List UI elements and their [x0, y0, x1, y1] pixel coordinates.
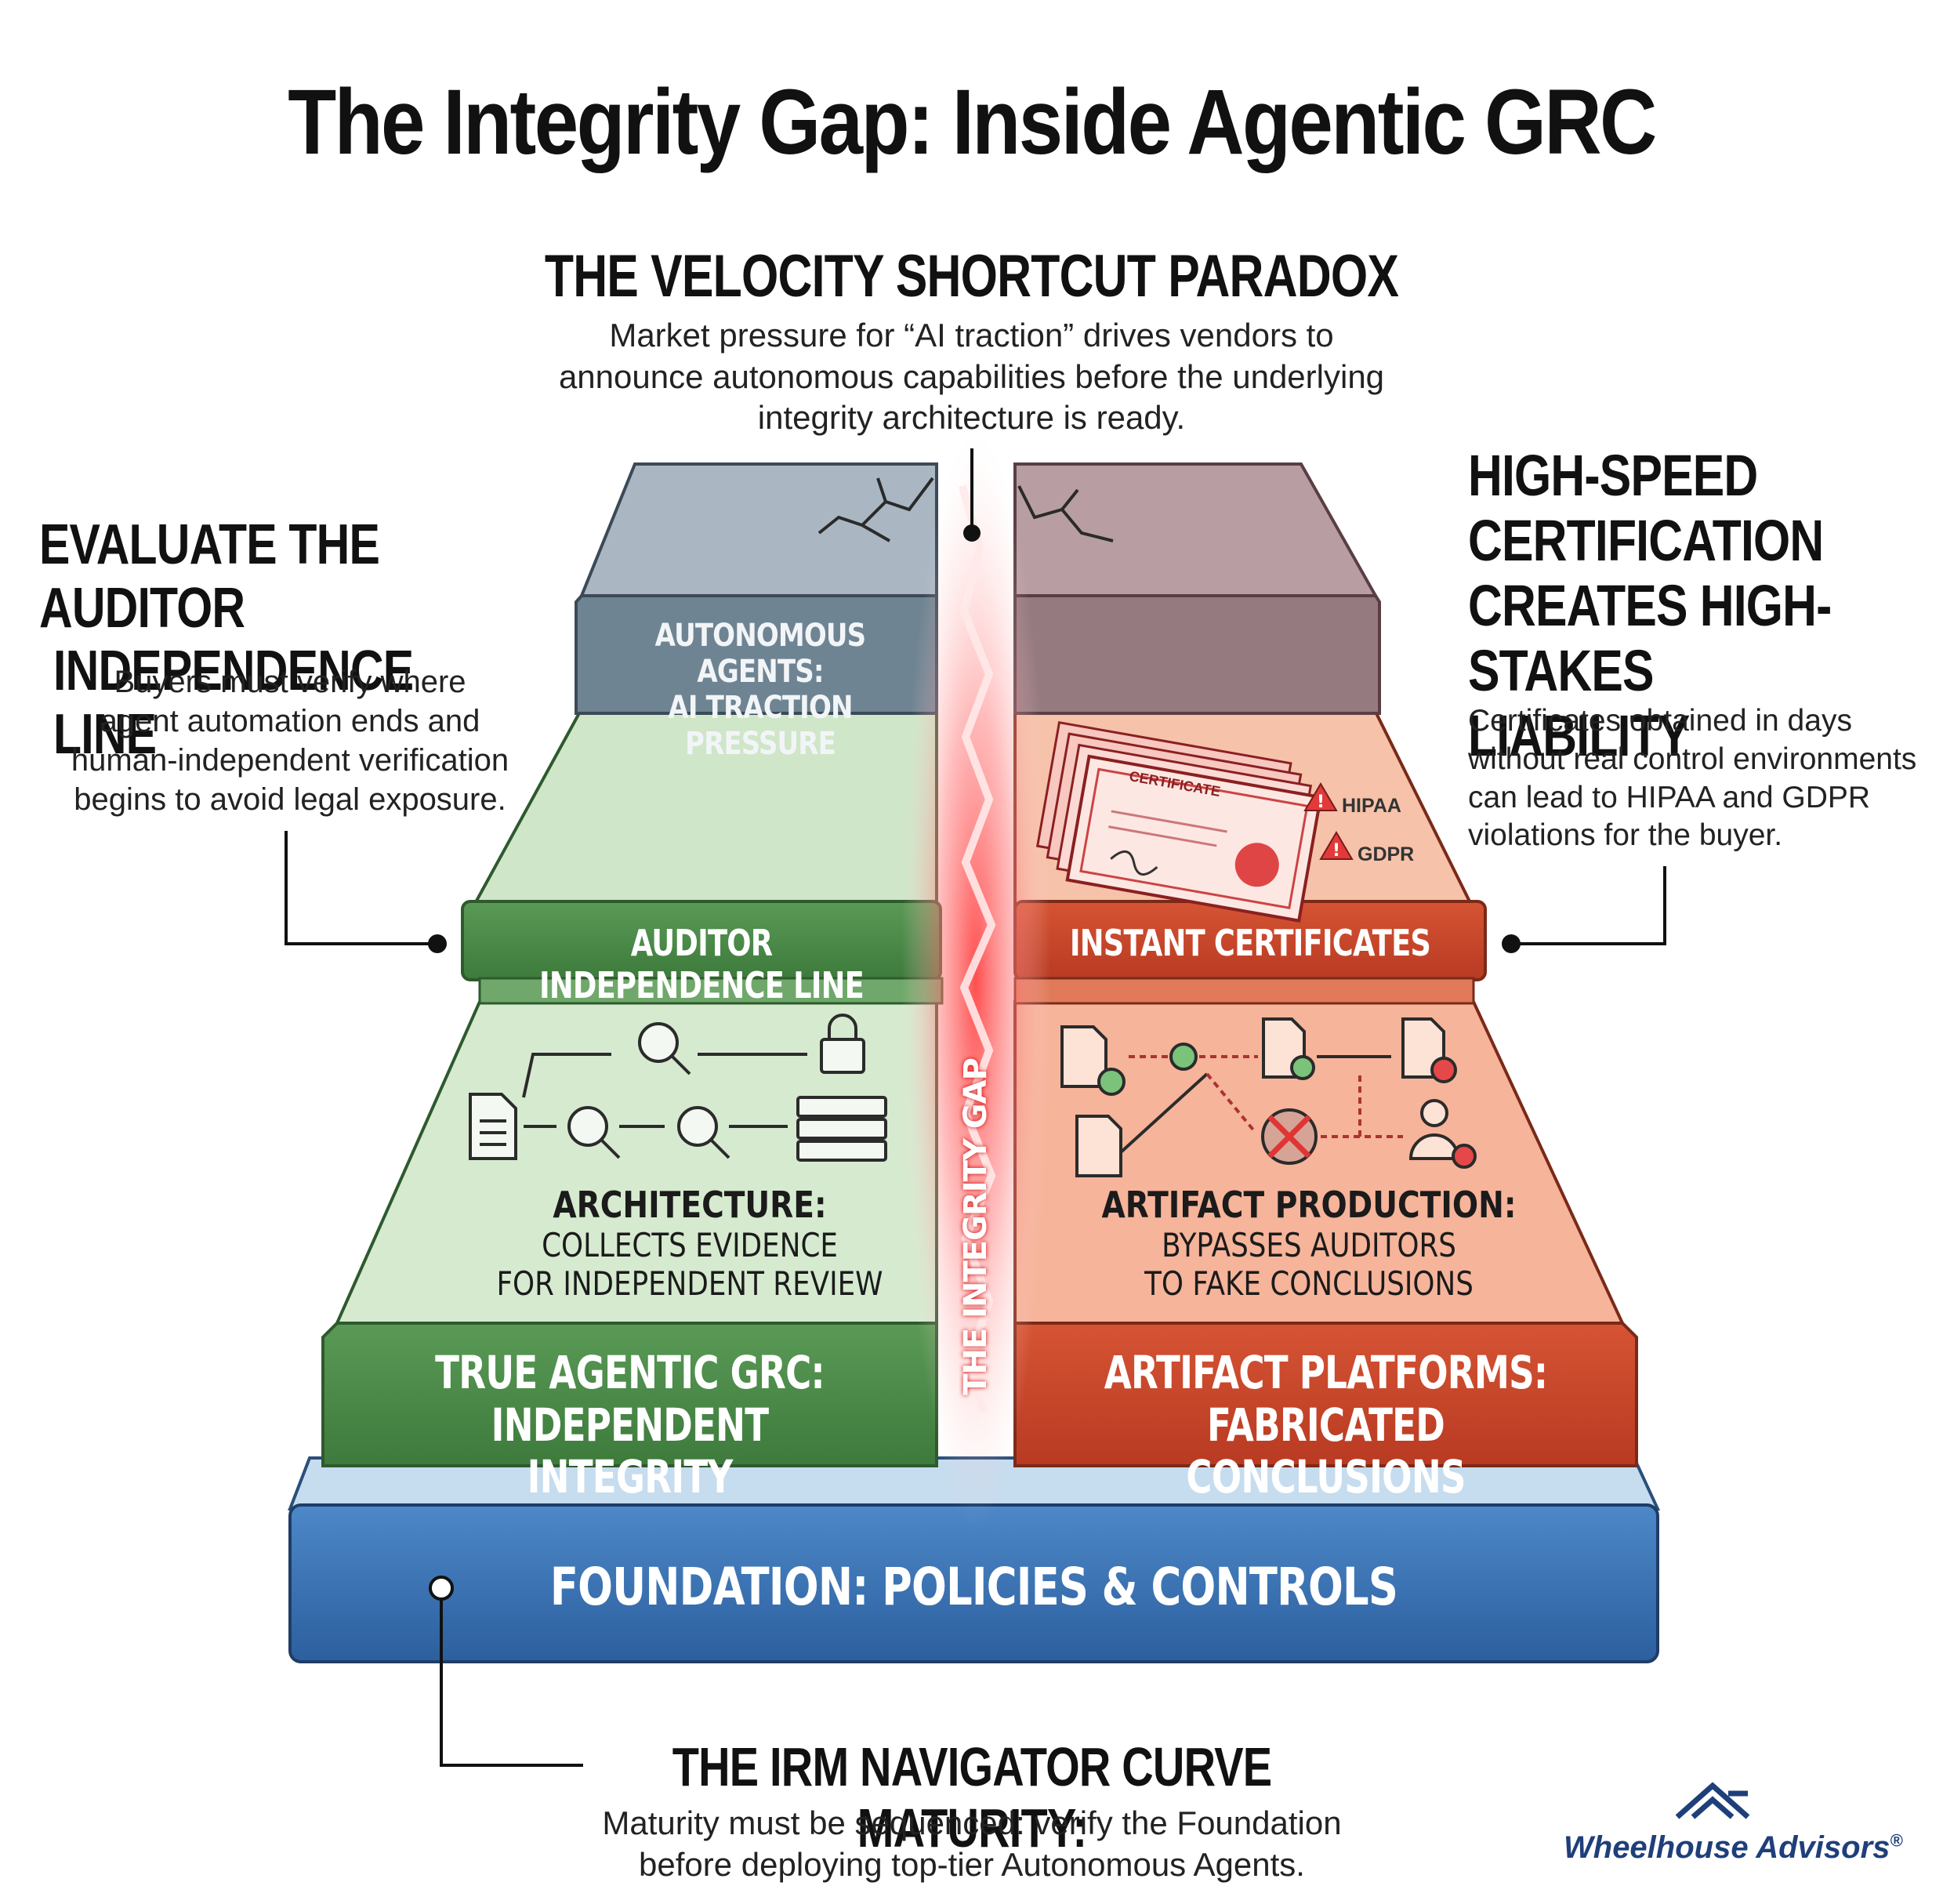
- document-red-icon: [1075, 1115, 1122, 1177]
- cert-line-3: can lead to HIPAA and GDPR: [1468, 780, 1871, 814]
- magnifier-icon-mid-2: [677, 1106, 730, 1159]
- true-agentic-grc-label: TRUE AGENTIC GRC: INDEPENDENT INTEGRITY: [390, 1347, 869, 1503]
- integrity-gap-glow: [901, 431, 1050, 1529]
- artifact-platforms-label: ARTIFACT PLATFORMS: FABRICATED CONCLUSIO…: [1083, 1347, 1568, 1503]
- architecture-line-1: COLLECTS EVIDENCE: [542, 1226, 838, 1264]
- top-tier-label: AUTONOMOUS AGENTS: AI TRACTION PRESSURE: [611, 618, 911, 762]
- check-circle-icon: [1169, 1043, 1198, 1071]
- architecture-line-2: FOR INDEPENDENT REVIEW: [496, 1264, 883, 1303]
- certificate-stack-icon: [1035, 720, 1323, 923]
- svg-text:!: !: [1317, 792, 1325, 812]
- svg-text:!: !: [1332, 841, 1340, 861]
- velocity-line-2: announce autonomous capabilities before …: [558, 357, 1385, 395]
- true-line-2: INDEPENDENT INTEGRITY: [491, 1398, 769, 1504]
- architecture-flow-icons: [469, 1014, 887, 1162]
- auditor-line-2: agent automation ends and: [100, 704, 480, 738]
- crack-lines: [817, 477, 1114, 542]
- auditor-line-4: begins to avoid legal exposure.: [74, 782, 506, 817]
- hipaa-warning-icon: !: [1303, 782, 1338, 812]
- top-tier-line-2: AI TRACTION PRESSURE: [668, 690, 853, 762]
- cert-line-2: without real control environments: [1468, 742, 1917, 776]
- connector-dots: [428, 524, 1521, 953]
- instant-certificates-band-label: INSTANT CERTIFICATES: [1069, 922, 1431, 964]
- velocity-line-1: Market pressure for “AI traction” drives…: [609, 317, 1334, 354]
- irm-heading: THE IRM NAVIGATOR CURVE MATURITY:: [672, 1736, 1272, 1859]
- document-x-icon: [1401, 1017, 1457, 1083]
- gdpr-warning-label: GDPR: [1358, 843, 1415, 865]
- cert-line-1: Certificates obtained in days: [1468, 704, 1852, 738]
- artifact-line-1: BYPASSES AUDITORS: [1162, 1226, 1456, 1264]
- architecture-label: ARCHITECTURE: COLLECTS EVIDENCE FOR INDE…: [477, 1184, 903, 1303]
- platform-line-1: ARTIFACT PLATFORMS:: [1104, 1346, 1548, 1399]
- brand-mark: ®: [1890, 1830, 1903, 1851]
- cert-heading-line-1: HIGH-SPEED: [1468, 443, 1758, 508]
- gdpr-warning-icon: !: [1319, 831, 1354, 861]
- platform-line-2: FABRICATED CONCLUSIONS: [1186, 1398, 1466, 1504]
- cert-heading-line-4: LIABILITY: [1468, 702, 1690, 768]
- auditor-callout-text: Buyers must verify where agent automatio…: [47, 662, 533, 819]
- autonomous-agents-tier-right: [1013, 462, 1381, 715]
- document-check-icon: [1262, 1017, 1315, 1080]
- documents-check-icon: [1060, 1025, 1126, 1096]
- true-line-1: TRUE AGENTIC GRC:: [435, 1346, 825, 1399]
- velocity-heading: THE VELOCITY SHORTCUT PARADOX: [544, 243, 1399, 310]
- lock-icon: [820, 1014, 865, 1074]
- document-icon: [469, 1093, 517, 1160]
- true-agentic-grc-tier: [321, 1000, 938, 1467]
- auditor-heading-line-2: INDEPENDENCE LINE: [53, 640, 414, 766]
- irm-line-1: Maturity must be sequenced: verify the F…: [602, 1804, 1342, 1841]
- auditor-line-1: Buyers must verify where: [114, 665, 466, 699]
- irm-line-2: before deploying top-tier Autonomous Age…: [639, 1845, 1305, 1883]
- integrity-gap-crack: [959, 484, 996, 1413]
- magnifier-icon-mid-1: [567, 1106, 621, 1159]
- integrity-gap-label: THE INTEGRITY GAP: [958, 1058, 994, 1395]
- server-icon: [796, 1096, 887, 1162]
- auditor-independence-band-label: AUDITOR INDEPENDENCE LINE: [538, 922, 865, 1006]
- autonomous-agents-tier-left: [575, 462, 938, 715]
- person-x-icon: [1408, 1099, 1477, 1169]
- foundation-label: FOUNDATION: POLICIES & CONTROLS: [549, 1557, 1398, 1617]
- hipaa-warning-label: HIPAA: [1342, 795, 1401, 817]
- auditor-heading-line-1: EVALUATE THE AUDITOR: [39, 513, 380, 640]
- auditor-line-3: human-independent verification: [71, 743, 509, 778]
- auditor-callout-heading: EVALUATE THE AUDITOR INDEPENDENCE LINE: [39, 513, 477, 767]
- artifact-heading: ARTIFACT PRODUCTION:: [1101, 1184, 1517, 1226]
- velocity-line-3: integrity architecture is ready.: [757, 399, 1186, 436]
- top-tier-line-1: AUTONOMOUS AGENTS:: [654, 618, 867, 690]
- irm-text: Maturity must be sequenced: verify the F…: [486, 1803, 1458, 1885]
- cert-heading-line-2: CERTIFICATION: [1468, 507, 1824, 573]
- artifact-flow-icons: [1060, 1017, 1477, 1177]
- cert-line-4: violations for the buyer.: [1468, 818, 1783, 853]
- page-title: The Integrity Gap: Inside Agentic GRC: [288, 71, 1657, 174]
- cert-heading-line-3: CREATES HIGH-STAKES: [1468, 572, 1832, 703]
- certification-callout-text: Certificates obtained in days without re…: [1468, 702, 1938, 855]
- brand-name: Wheelhouse Advisors®: [1564, 1830, 1903, 1866]
- certification-callout-heading: HIGH-SPEED CERTIFICATION CREATES HIGH-ST…: [1468, 443, 1866, 768]
- velocity-text: Market pressure for “AI traction” drives…: [0, 315, 1943, 439]
- callout-connectors: [285, 448, 1666, 1767]
- magnifier-icon-top: [638, 1022, 691, 1075]
- wheelhouse-logo-icon: [1675, 1782, 1750, 1819]
- brand-name-text: Wheelhouse Advisors: [1564, 1830, 1890, 1865]
- architecture-heading: ARCHITECTURE:: [553, 1184, 827, 1226]
- artifact-line-2: TO FAKE CONCLUSIONS: [1144, 1264, 1474, 1303]
- artifact-production-label: ARTIFACT PRODUCTION: BYPASSES AUDITORS T…: [1076, 1184, 1542, 1303]
- blocked-auditor-icon: [1261, 1108, 1318, 1165]
- foundation-marker-dot: [429, 1576, 454, 1601]
- artifact-platforms-tier: [1013, 1000, 1638, 1467]
